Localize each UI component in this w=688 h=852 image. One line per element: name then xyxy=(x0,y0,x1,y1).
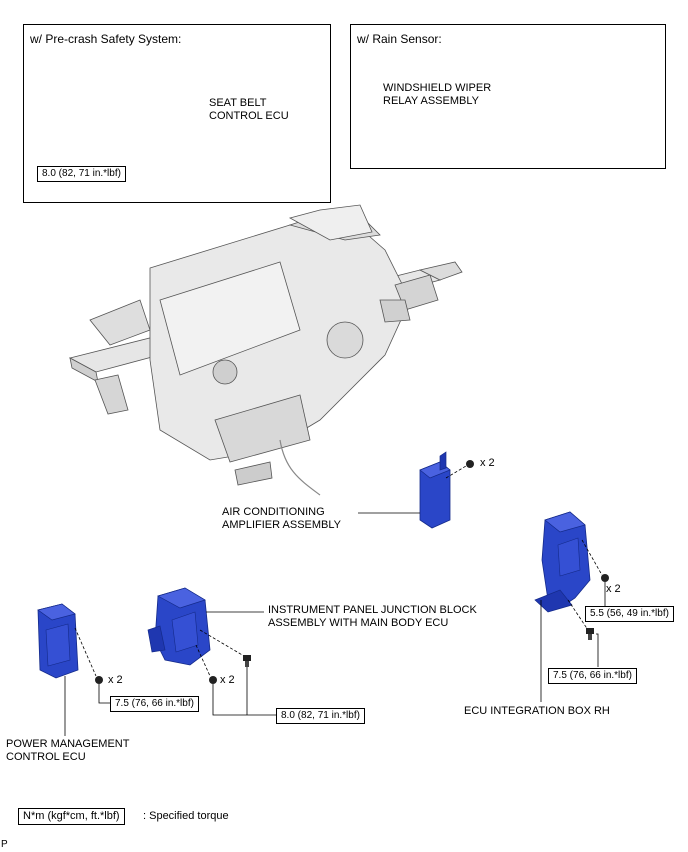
ip-junction-label: INSTRUMENT PANEL JUNCTION BLOCK ASSEMBLY… xyxy=(268,604,477,629)
precrash-panel-title: w/ Pre-crash Safety System: xyxy=(30,32,182,46)
ecu-box-lower-torque: 7.5 (76, 66 in.*lbf) xyxy=(548,668,637,684)
ecu-box-nut-icon xyxy=(601,574,609,582)
ecu-integration-box-part xyxy=(534,511,591,613)
seat-belt-torque: 8.0 (82, 71 in.*lbf) xyxy=(37,166,126,182)
power-mgmt-label: POWER MANAGEMENT CONTROL ECU xyxy=(6,738,130,763)
corner-code: P xyxy=(1,839,8,850)
ip-junction-nut-icon xyxy=(209,676,217,684)
hvac-assembly-illustration xyxy=(68,204,463,496)
ip-junction-bolt-icon xyxy=(243,655,251,667)
ac-amplifier-label: AIR CONDITIONING AMPLIFIER ASSEMBLY xyxy=(222,506,342,531)
ip-junction-block-part xyxy=(147,587,211,666)
legend-unit-box: N*m (kgf*cm, ft.*lbf) xyxy=(18,808,125,825)
ac-amp-quantity: x 2 xyxy=(480,457,495,469)
ip-junction-quantity: x 2 xyxy=(220,674,235,686)
rain-sensor-panel xyxy=(350,24,666,169)
legend-description: : Specified torque xyxy=(143,810,229,822)
power-mgmt-torque: 7.5 (76, 66 in.*lbf) xyxy=(110,696,199,712)
ecu-box-quantity: x 2 xyxy=(606,583,621,595)
ecu-box-bolt-icon xyxy=(586,628,594,640)
ac-amplifier-part xyxy=(419,451,451,529)
power-mgmt-ecu-part xyxy=(37,603,79,679)
ip-junction-torque: 8.0 (82, 71 in.*lbf) xyxy=(276,708,365,724)
rain-sensor-panel-title: w/ Rain Sensor: xyxy=(357,32,442,46)
power-mgmt-quantity: x 2 xyxy=(108,674,123,686)
ecu-box-upper-torque: 5.5 (56, 49 in.*lbf) xyxy=(585,606,674,622)
ac-amp-screw-icon xyxy=(466,460,474,468)
ecu-box-rh-label: ECU INTEGRATION BOX RH xyxy=(464,705,610,717)
wiper-relay-label: WINDSHIELD WIPER RELAY ASSEMBLY xyxy=(383,82,492,107)
power-mgmt-nut-icon xyxy=(95,676,103,684)
seat-belt-ecu-label: SEAT BELT CONTROL ECU xyxy=(209,97,289,122)
